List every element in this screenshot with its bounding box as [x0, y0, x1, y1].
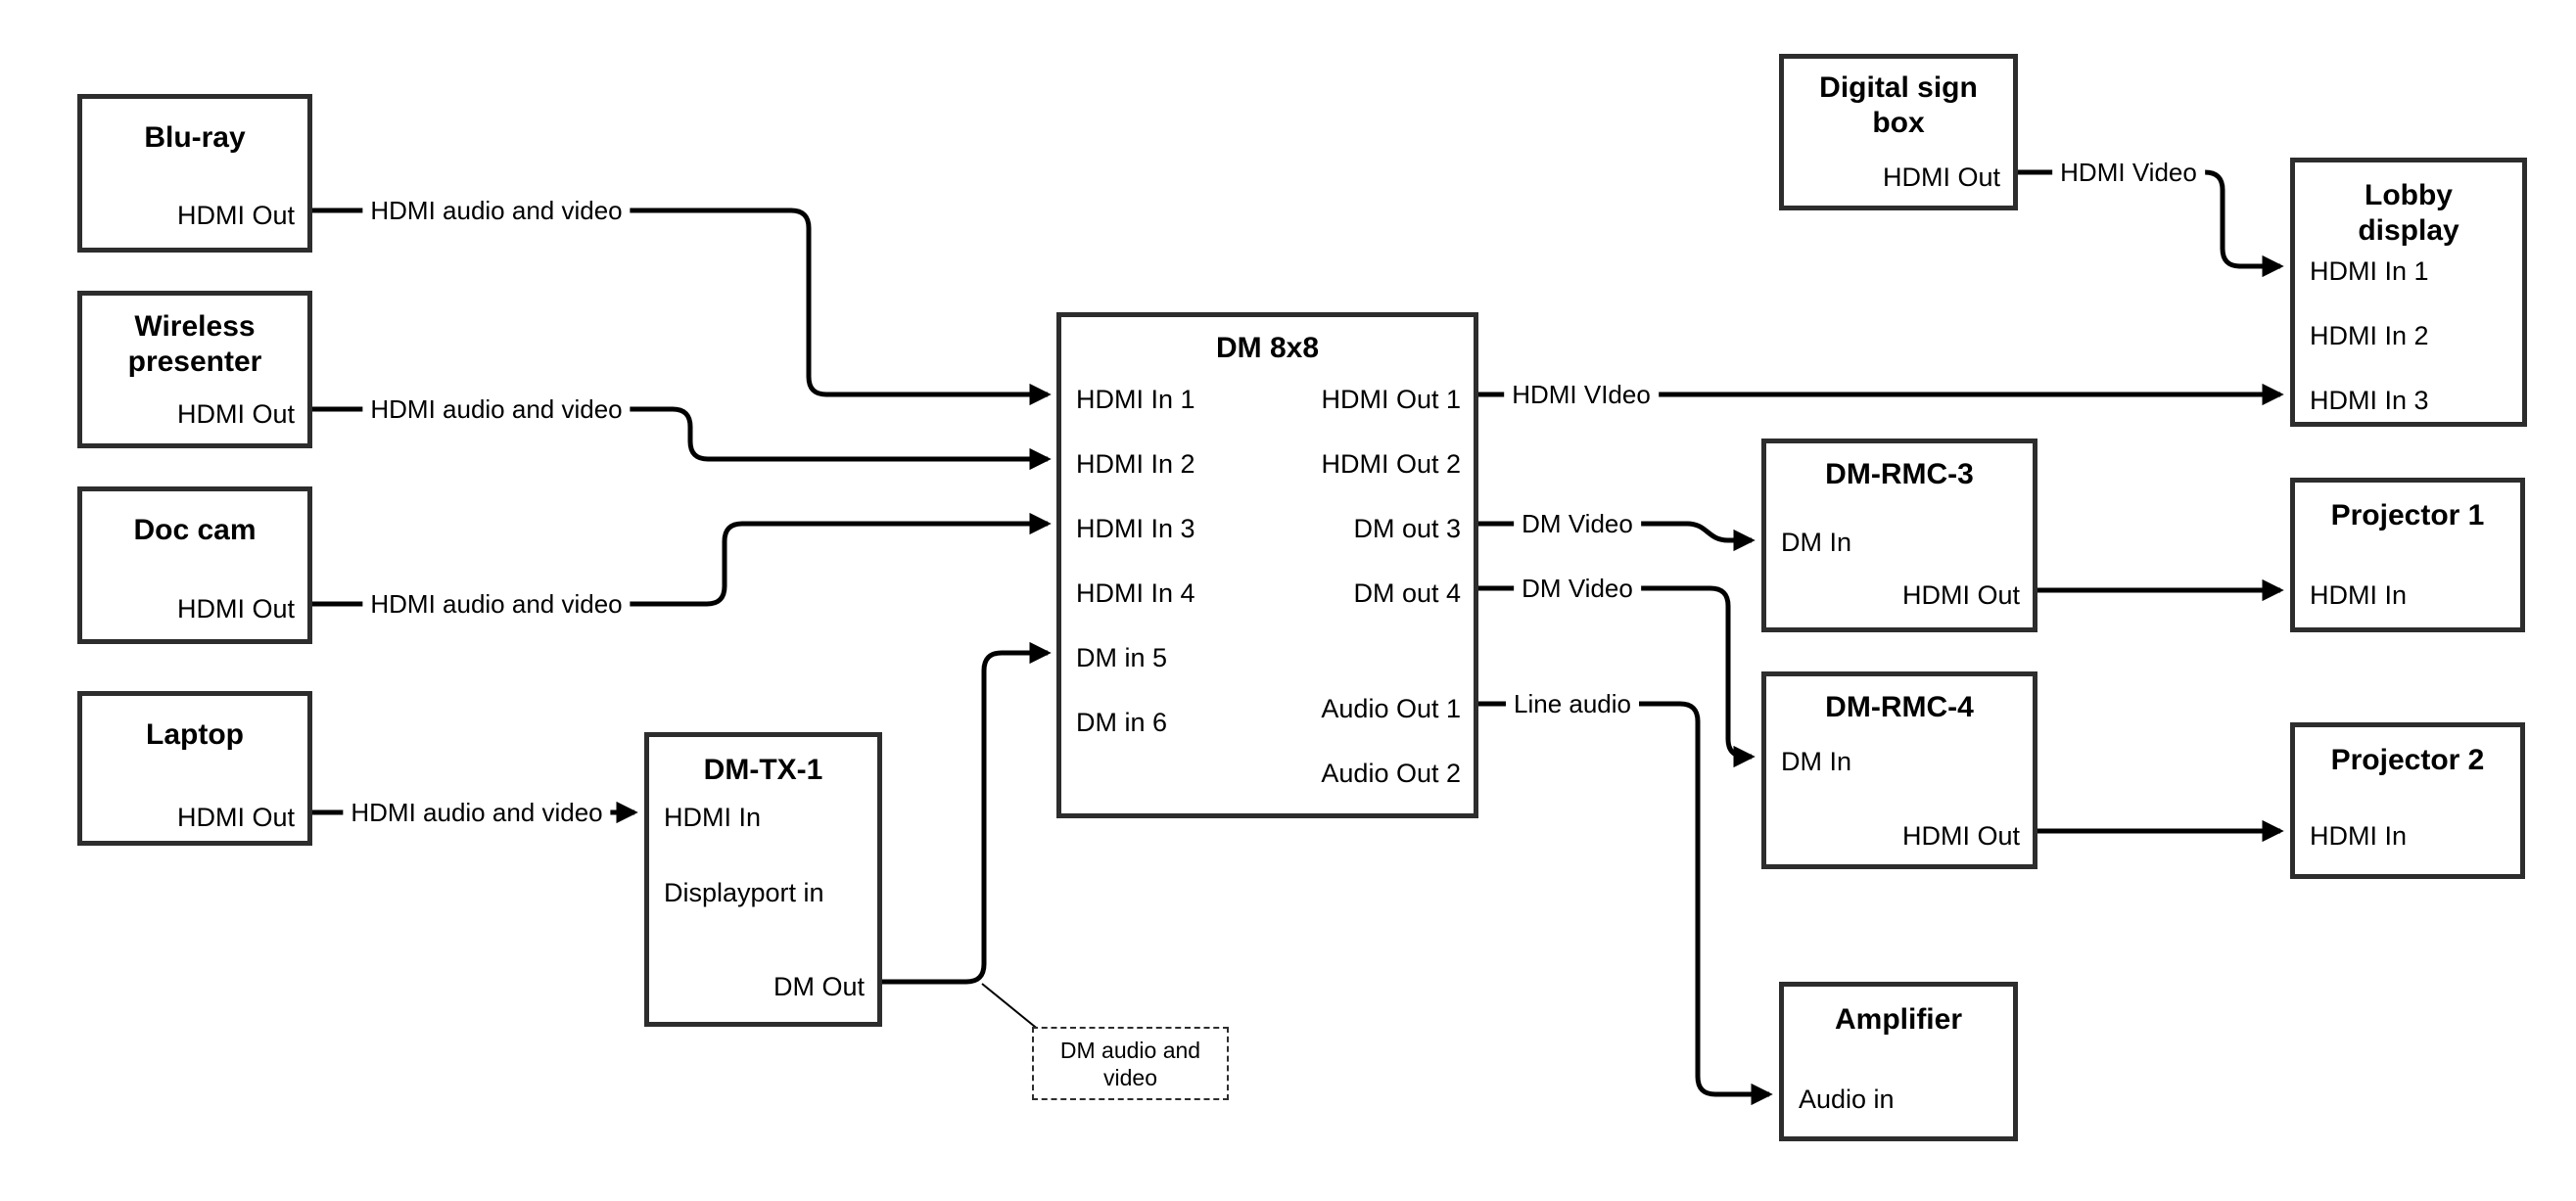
node-blu-ray: Blu-ray HDMI Out: [77, 94, 312, 253]
wire-label-hdmi-av-laptop: HDMI audio and video: [343, 798, 611, 827]
node-dm-tx-1: DM-TX-1 HDMI In Displayport in DM Out: [644, 732, 882, 1027]
node-title: Amplifier: [1834, 1003, 1963, 1036]
port-dm-in-6: DM in 6: [1076, 708, 1168, 737]
wire-label-hdmi-av-doccam: HDMI audio and video: [362, 589, 631, 619]
node-title: Wireless presenter: [127, 310, 262, 378]
port-hdmi-out-2: HDMI Out 2: [1321, 449, 1461, 479]
port-dm-out: DM Out: [773, 972, 865, 1001]
node-title: Lobby display: [2358, 179, 2459, 247]
node-title: Projector 2: [2330, 744, 2485, 776]
port-audio-in: Audio in: [1799, 1085, 1895, 1114]
wire-dm8x8-audio1-to-amp: [1478, 701, 1773, 1106]
node-projector-2: Projector 2 HDMI In: [2290, 722, 2525, 879]
node-dm-rmc-3: DM-RMC-3 DM In HDMI Out: [1761, 439, 2037, 632]
wire-bluray-to-dm8x8-in1: [312, 208, 1052, 406]
port-displayport-in: Displayport in: [664, 878, 824, 907]
callout-leader-line: [981, 983, 1041, 1032]
node-title: Projector 1: [2330, 499, 2485, 531]
wire-sign-to-lobby-in1: [2018, 169, 2284, 278]
node-doc-cam: Doc cam HDMI Out: [77, 486, 312, 644]
port-hdmi-out: HDMI Out: [176, 201, 295, 230]
port-hdmi-in-4: HDMI In 4: [1076, 578, 1195, 608]
node-dm-rmc-4: DM-RMC-4 DM In HDMI Out: [1761, 671, 2037, 869]
port-dm-out-3: DM out 3: [1353, 514, 1461, 543]
port-dm-in: DM In: [1781, 747, 1852, 776]
wire-label-line-audio: Line audio: [1506, 689, 1639, 718]
node-title: Laptop: [146, 718, 244, 751]
node-title: DM-RMC-4: [1825, 691, 1974, 723]
port-hdmi-in-2: HDMI In 2: [1076, 449, 1195, 479]
wire-label-hdmi-av-bluray: HDMI audio and video: [362, 196, 631, 225]
port-hdmi-in-2: HDMI In 2: [2310, 321, 2429, 350]
wire-doccam-to-dm8x8-in3: [312, 512, 1052, 607]
wire-label-dm-video-out3: DM Video: [1514, 509, 1641, 538]
port-hdmi-in: HDMI In: [2310, 821, 2408, 851]
node-title: Doc cam: [133, 514, 257, 546]
node-title: DM-RMC-3: [1825, 458, 1974, 490]
node-wireless-presenter: Wireless presenter HDMI Out: [77, 291, 312, 448]
wire-dmtx1-to-dm8x8-in5: [882, 641, 1052, 985]
port-hdmi-out: HDMI Out: [176, 803, 295, 832]
port-hdmi-in-3: HDMI In 3: [1076, 514, 1195, 543]
port-dm-in-5: DM in 5: [1076, 643, 1168, 672]
callout-dm-audio-and-video: DM audio and video: [1032, 1027, 1229, 1100]
port-hdmi-in-1: HDMI In 1: [1076, 385, 1195, 414]
port-hdmi-in-1: HDMI In 1: [2310, 256, 2429, 286]
node-title: DM-TX-1: [703, 754, 823, 786]
port-hdmi-out: HDMI Out: [176, 594, 295, 624]
port-hdmi-in: HDMI In: [664, 803, 762, 832]
port-hdmi-out: HDMI Out: [1882, 162, 2000, 192]
port-audio-out-2: Audio Out 2: [1321, 759, 1461, 788]
node-title: DM 8x8: [1215, 332, 1320, 364]
port-hdmi-out-1: HDMI Out 1: [1321, 385, 1461, 414]
node-lobby-display: Lobby display HDMI In 1 HDMI In 2 HDMI I…: [2290, 158, 2527, 427]
node-projector-1: Projector 1 HDMI In: [2290, 478, 2525, 632]
port-hdmi-out: HDMI Out: [1901, 821, 2020, 851]
wire-label-dm-video-out4: DM Video: [1514, 574, 1641, 603]
port-hdmi-in-3: HDMI In 3: [2310, 386, 2429, 415]
wire-dm8x8-out3-to-rmc3: [1478, 521, 1756, 552]
port-hdmi-out: HDMI Out: [1901, 580, 2020, 610]
port-dm-in: DM In: [1781, 528, 1852, 557]
wire-label-hdmi-av-wireless: HDMI audio and video: [362, 394, 631, 424]
callout-text: DM audio and video: [1059, 1037, 1201, 1090]
node-laptop: Laptop HDMI Out: [77, 691, 312, 846]
port-dm-out-4: DM out 4: [1353, 578, 1461, 608]
node-digital-sign-box: Digital sign box HDMI Out: [1779, 54, 2018, 210]
port-audio-out-1: Audio Out 1: [1321, 694, 1461, 723]
wire-label-hdmi-video-sign: HDMI Video: [2052, 158, 2205, 187]
port-hdmi-out: HDMI Out: [176, 399, 295, 429]
wire-dm8x8-out4-to-rmc4: [1478, 585, 1756, 768]
wire-wireless-to-dm8x8-in2: [312, 406, 1052, 471]
node-title: Digital sign box: [1819, 71, 1978, 139]
node-amplifier: Amplifier Audio in: [1779, 982, 2018, 1141]
node-title: Blu-ray: [144, 121, 246, 154]
wire-label-hdmi-video-out1: HDMI VIdeo: [1504, 380, 1659, 409]
node-dm-8x8: DM 8x8 HDMI In 1 HDMI In 2 HDMI In 3 HDM…: [1056, 312, 1478, 818]
port-hdmi-in: HDMI In: [2310, 580, 2408, 610]
